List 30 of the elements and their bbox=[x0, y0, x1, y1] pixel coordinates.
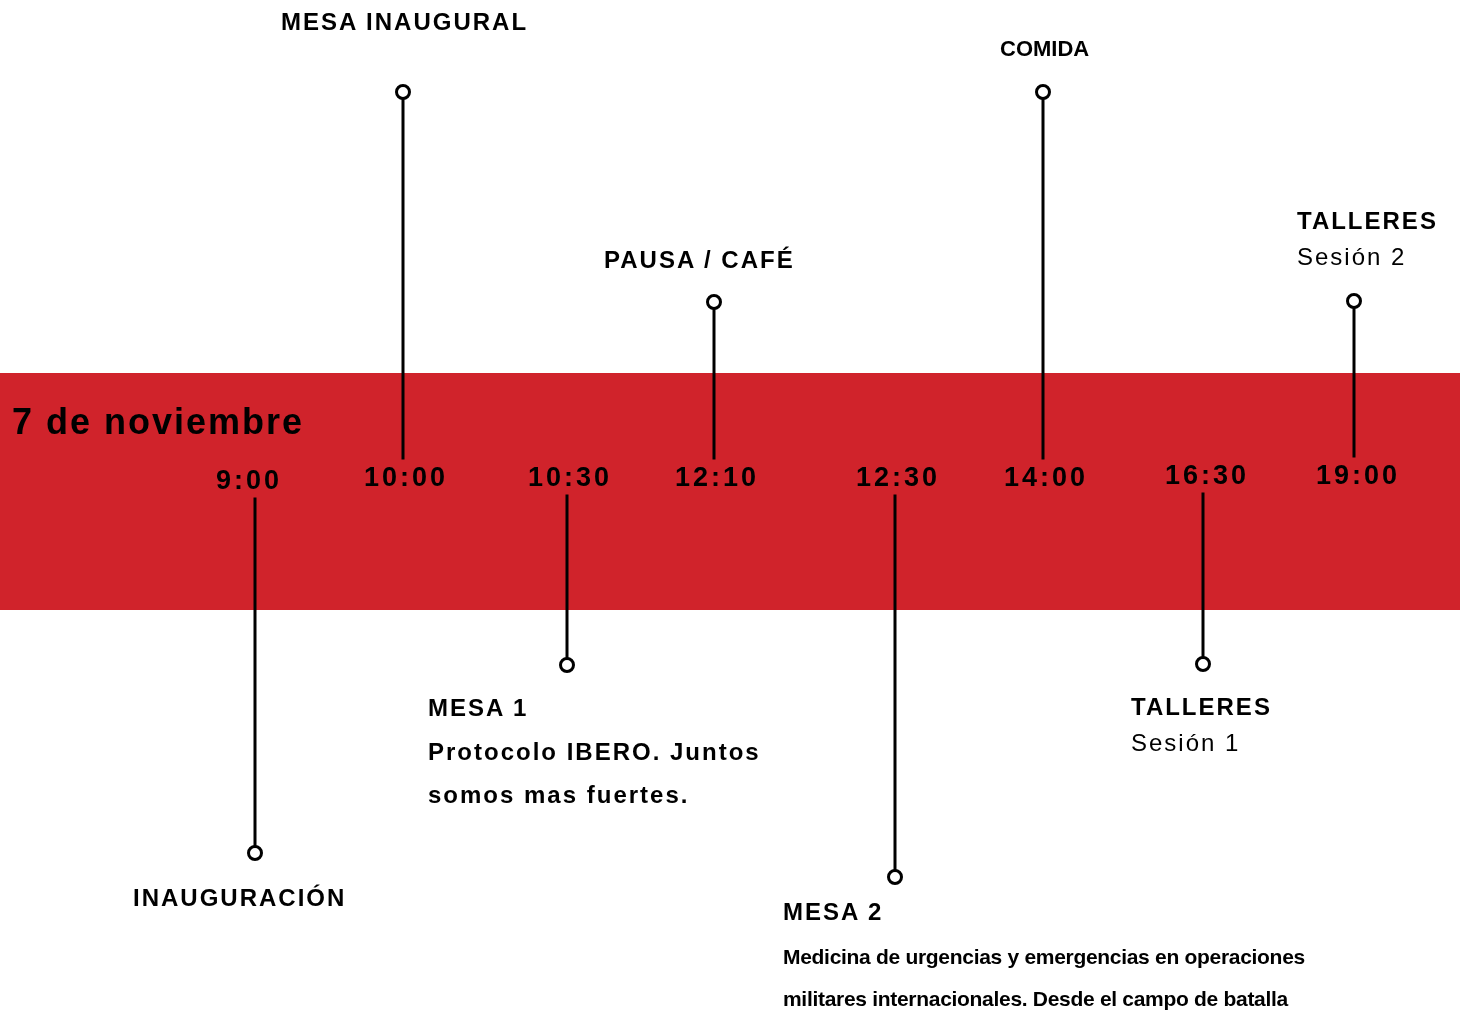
event-description: Protocolo IBERO. Juntos somos mas fuertes. bbox=[428, 737, 762, 810]
leader-line bbox=[706, 294, 722, 460]
time-label: 16:30 bbox=[1164, 459, 1250, 491]
time-label: 12:10 bbox=[674, 461, 760, 493]
leader-line bbox=[887, 494, 903, 885]
time-label: 12:30 bbox=[855, 461, 941, 493]
leader-line bbox=[1195, 492, 1211, 672]
event-title: TALLERES bbox=[1131, 693, 1272, 721]
time-label: 10:30 bbox=[527, 461, 613, 493]
event-title: MESA INAUGURAL bbox=[281, 8, 529, 36]
leader-line bbox=[1346, 293, 1362, 458]
event-description: Sesión 1 bbox=[1131, 729, 1242, 757]
event-title: MESA 2 bbox=[783, 898, 885, 926]
date-title: 7 de noviembre bbox=[12, 401, 305, 443]
leader-line bbox=[1035, 84, 1051, 460]
event-title: INAUGURACIÓN bbox=[133, 884, 347, 912]
event-title: TALLERES bbox=[1297, 207, 1438, 235]
event-title: PAUSA / CAFÉ bbox=[604, 246, 795, 274]
time-label: 9:00 bbox=[215, 464, 282, 496]
event-title: MESA 1 bbox=[428, 694, 530, 722]
time-label: 14:00 bbox=[1003, 461, 1089, 493]
event-description: Medicina de urgencias y emergencias en operaciones militares internacionales. Desde el campo de batalla bbox=[783, 944, 1306, 1012]
time-label: 10:00 bbox=[363, 461, 449, 493]
leader-line bbox=[559, 494, 575, 673]
event-title: COMIDA bbox=[1000, 36, 1090, 62]
leader-line bbox=[395, 84, 411, 460]
time-label: 19:00 bbox=[1315, 459, 1401, 491]
event-description: Sesión 2 bbox=[1297, 243, 1408, 271]
leader-line bbox=[247, 497, 263, 861]
timeline-band bbox=[0, 373, 1460, 610]
